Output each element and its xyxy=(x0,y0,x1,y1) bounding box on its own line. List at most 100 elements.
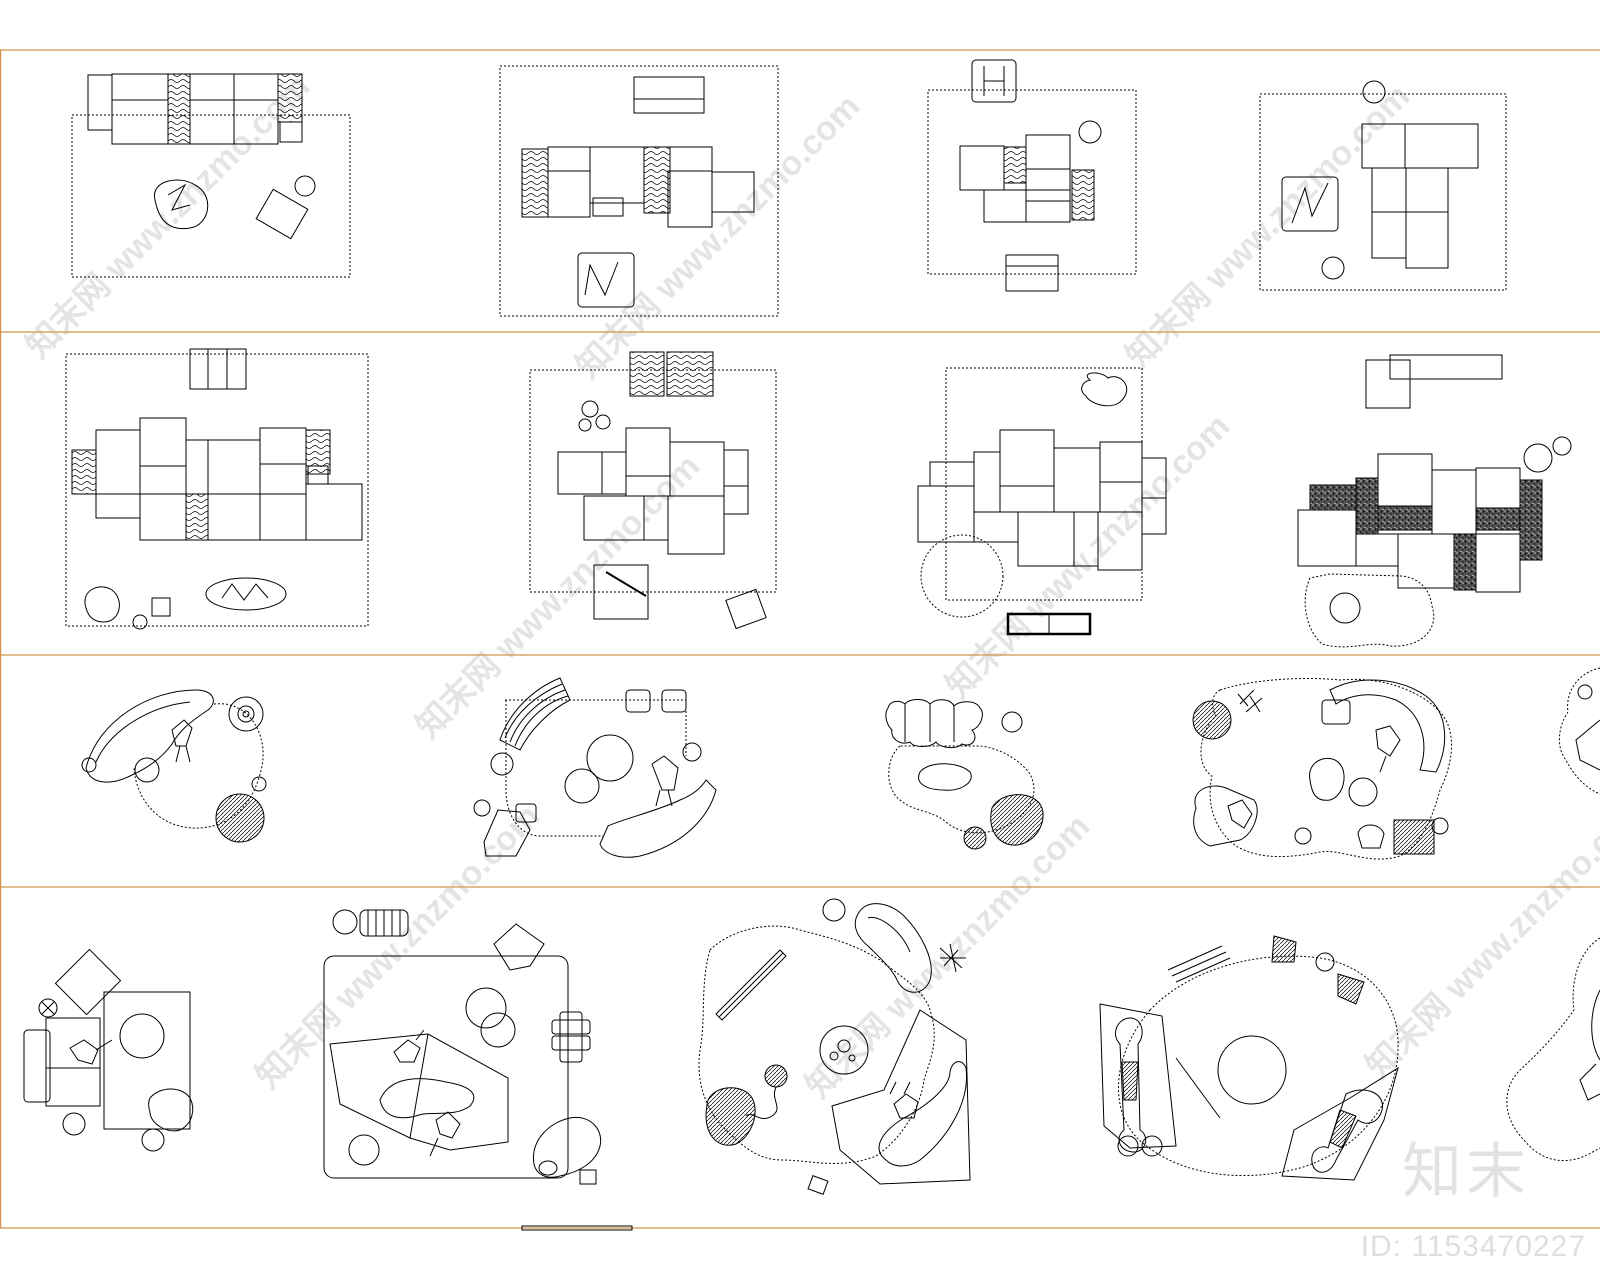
side-stool xyxy=(132,614,148,630)
sofa-seat xyxy=(1405,211,1449,269)
oval-coffee-table xyxy=(205,577,287,611)
sofa-seat xyxy=(983,189,1027,223)
round-table xyxy=(480,1012,516,1048)
pebble-table xyxy=(1309,758,1345,801)
cube-stool xyxy=(661,689,687,713)
sofa-seat xyxy=(667,495,725,555)
sofa-seat xyxy=(1397,533,1455,589)
curved-sofa xyxy=(599,779,717,858)
wood-end-unit xyxy=(185,493,209,541)
magazine-zigzag xyxy=(221,583,269,601)
small-bowl xyxy=(837,1039,851,1053)
curved-sofa xyxy=(1329,679,1446,773)
lounge-chair xyxy=(1575,719,1600,771)
throw-blanket xyxy=(148,1088,194,1132)
rattan-pouf xyxy=(764,1064,788,1088)
side-stool xyxy=(81,757,97,773)
sofa-seat xyxy=(45,1067,101,1107)
round-table xyxy=(819,1025,869,1075)
capsule-sofa xyxy=(854,903,932,993)
wood-end-unit xyxy=(1071,169,1095,221)
sofa-seat xyxy=(1475,533,1521,593)
wood-cabinet xyxy=(629,351,665,397)
sofa-seat xyxy=(547,170,591,218)
round-table xyxy=(119,1013,165,1059)
drum-table xyxy=(228,696,264,732)
chaise-figure xyxy=(1329,1109,1357,1149)
plan-r4-5-partial xyxy=(1506,937,1600,1161)
radiator-pouf xyxy=(359,909,409,937)
bench xyxy=(189,348,247,390)
h-chair-detail xyxy=(983,66,1005,96)
sofa-seat xyxy=(1371,211,1407,259)
armless-sofa xyxy=(23,1029,51,1103)
sofa-back xyxy=(207,439,261,495)
cube-stool xyxy=(625,689,651,713)
sofa-seat xyxy=(1053,447,1101,513)
woven-drum xyxy=(1192,700,1232,740)
side-stool xyxy=(581,400,599,418)
round-table xyxy=(1329,592,1361,624)
rattan-chair xyxy=(1271,935,1297,963)
wood-end-unit xyxy=(305,429,331,475)
plan-r4-3 xyxy=(698,898,971,1195)
side-stool xyxy=(62,1112,86,1136)
seated-figure xyxy=(889,1081,919,1119)
side-stool xyxy=(1552,436,1572,456)
stipple-ottoman xyxy=(1519,479,1543,561)
chaise-extension xyxy=(711,171,755,213)
side-stool xyxy=(1577,684,1593,700)
sofa-seat xyxy=(139,465,187,495)
lounge-chair xyxy=(725,588,767,630)
sofa-seat xyxy=(95,429,141,495)
console xyxy=(54,948,122,1016)
sofa-seat xyxy=(557,451,603,495)
stipple-ottoman xyxy=(1355,477,1379,535)
side-cube xyxy=(579,1169,597,1185)
stack-stool xyxy=(551,1011,591,1063)
console-bar xyxy=(715,949,787,1021)
rug-tile xyxy=(1281,176,1339,232)
lounge-chair xyxy=(1579,1063,1600,1101)
magazine-zigzag xyxy=(167,183,191,211)
bench xyxy=(633,76,705,114)
magazine-zigzag xyxy=(1291,182,1329,224)
sofa-seat xyxy=(1377,453,1433,507)
sofa-seat xyxy=(959,145,1005,191)
polygon-rug xyxy=(1281,1066,1399,1181)
watermark-text: 知末网 www.znzmo.com xyxy=(249,797,547,1095)
capsule-cushion xyxy=(538,1160,558,1176)
sofa-seat xyxy=(1025,189,1071,223)
sofa-back xyxy=(999,429,1055,487)
rug xyxy=(65,353,369,627)
side-stool xyxy=(141,1128,165,1152)
side-stool xyxy=(348,1134,380,1166)
side-cube xyxy=(151,597,171,617)
sofa-seat xyxy=(45,1017,101,1069)
sofa-back xyxy=(973,451,1001,513)
sofa-seat xyxy=(723,449,749,487)
armchair xyxy=(1321,699,1351,725)
bench-edge xyxy=(521,1225,633,1231)
sofa-back xyxy=(139,417,187,467)
sofa-seat xyxy=(259,463,307,495)
plan-r3-3 xyxy=(885,699,1044,850)
plan-r2-3 xyxy=(917,367,1167,636)
wood-end-unit xyxy=(1003,146,1027,184)
sofa-seat xyxy=(1475,467,1521,509)
lounge-chair xyxy=(255,188,309,240)
side-stool xyxy=(490,752,514,776)
round-coffee-table xyxy=(1217,1035,1287,1105)
shell-chair xyxy=(1357,824,1385,849)
plan-r2-4 xyxy=(1297,354,1572,648)
side-stool xyxy=(1321,256,1345,280)
sofa-seat xyxy=(1431,469,1477,535)
side-stool xyxy=(473,799,491,817)
capsule-pouf xyxy=(1081,372,1128,407)
seated-figure xyxy=(651,755,679,807)
sofa-seat xyxy=(305,483,363,541)
plan-r3-2 xyxy=(473,677,717,858)
curved-bench-slats xyxy=(504,683,569,747)
round-table xyxy=(564,768,600,804)
sofa-seat xyxy=(973,511,1019,543)
